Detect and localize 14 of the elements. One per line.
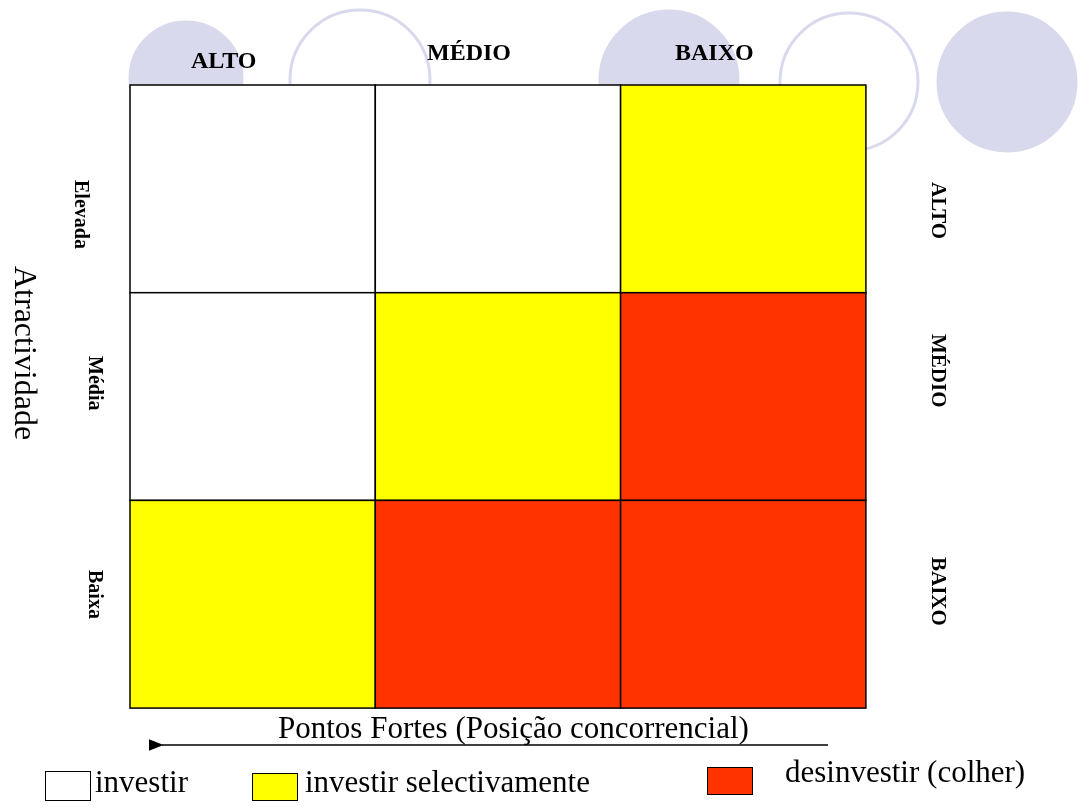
legend-text: investir selectivamente [305,766,590,797]
column-header: ALTO [191,48,257,72]
axis-title: Atractividade [10,266,42,441]
column-header: MÉDIO [427,40,511,64]
row-label: BAIXO [928,557,949,626]
row-label: MÉDIO [928,334,949,408]
row-label: Média [86,356,106,411]
legend-text: desinvestir (colher) [785,756,1026,787]
legend-text: investir [95,766,188,797]
row-label: Baixa [86,570,106,619]
column-header: BAIXO [675,40,754,64]
row-label: ALTO [928,182,949,240]
row-label: Elevada [72,180,92,249]
axis-title: Pontos Fortes (Posição concorrencial) [278,712,749,743]
